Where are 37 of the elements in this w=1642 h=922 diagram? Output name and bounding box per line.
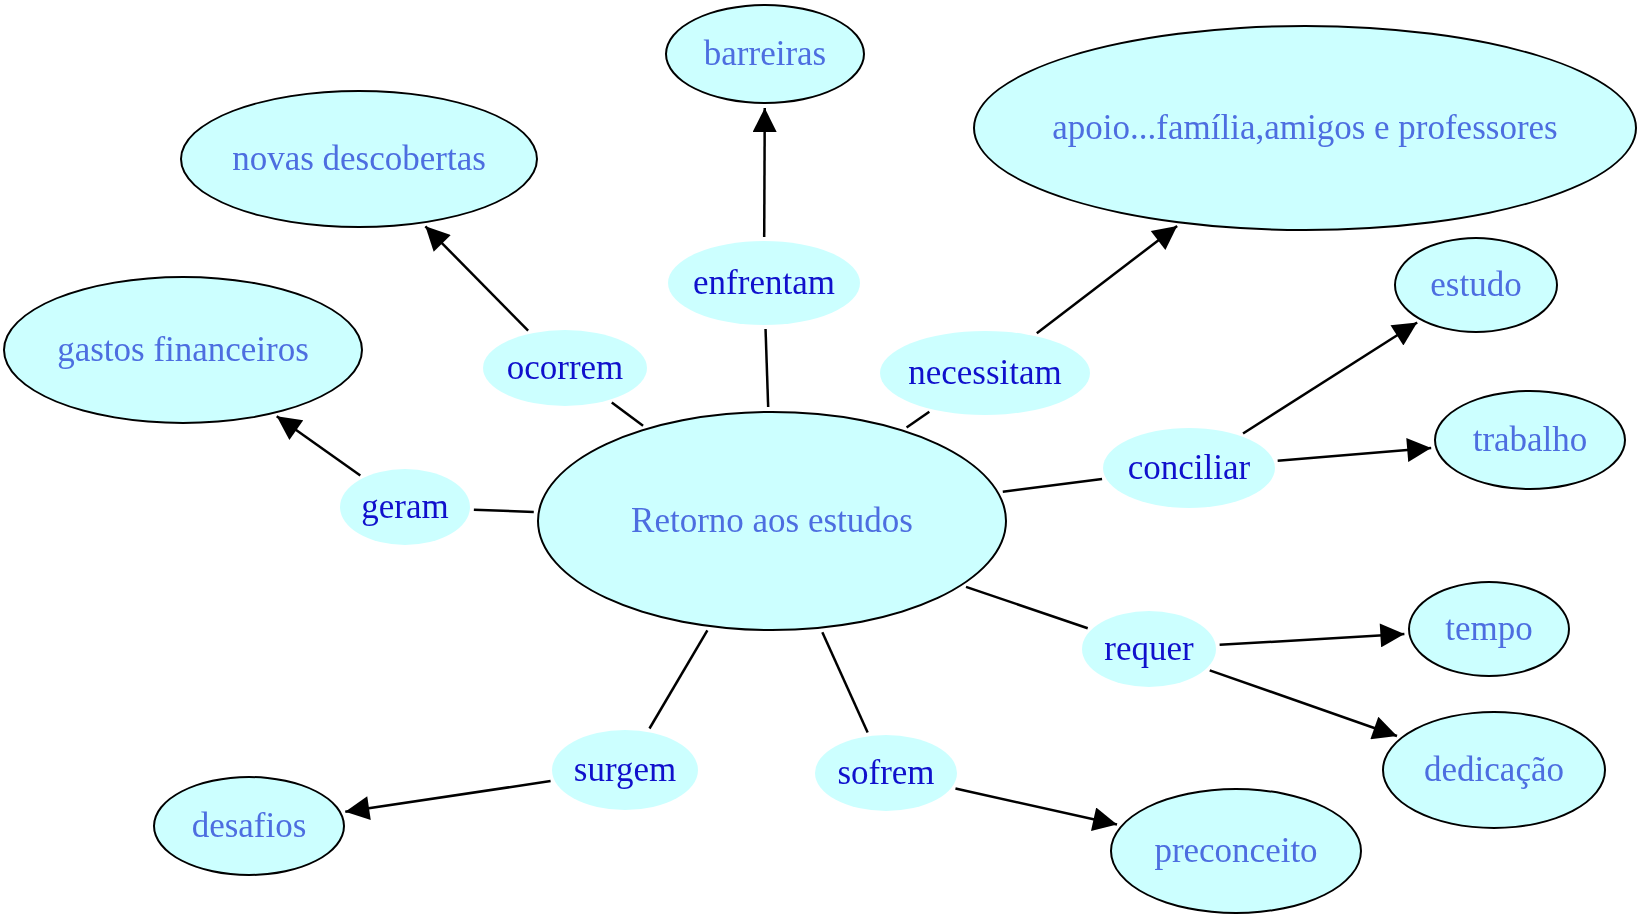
connector-line bbox=[611, 401, 644, 427]
arrow bbox=[955, 787, 1118, 831]
arrow bbox=[1242, 321, 1418, 435]
arrow bbox=[1209, 669, 1398, 740]
arrow bbox=[1036, 224, 1178, 335]
connector-line bbox=[821, 631, 869, 733]
arrow bbox=[752, 108, 777, 237]
linking-phrase: geram bbox=[361, 487, 449, 527]
connector-line bbox=[764, 328, 770, 408]
arrow bbox=[345, 779, 551, 820]
concept-label: trabalho bbox=[1472, 420, 1588, 460]
concept-label: desafios bbox=[191, 806, 307, 846]
linking-phrase: conciliar bbox=[1127, 448, 1251, 488]
concept-label: Retorno aos estudos bbox=[631, 501, 913, 541]
concept-label: gastos financeiros bbox=[57, 330, 309, 370]
connector-line bbox=[648, 629, 709, 730]
concept-label: preconceito bbox=[1154, 831, 1318, 871]
connector-line bbox=[905, 410, 931, 429]
linking-phrase: surgem bbox=[573, 750, 677, 790]
arrow bbox=[1219, 623, 1405, 648]
concept-label: dedicação bbox=[1424, 750, 1564, 790]
connector-line bbox=[965, 585, 1089, 630]
linking-phrase: ocorrem bbox=[506, 348, 624, 388]
arrow bbox=[424, 225, 529, 332]
concept-label: barreiras bbox=[703, 34, 827, 74]
linking-phrase: necessitam bbox=[908, 353, 1062, 393]
connector-line bbox=[1002, 477, 1103, 493]
concept-label: tempo bbox=[1445, 609, 1533, 649]
arrow bbox=[276, 415, 362, 477]
connector-line bbox=[473, 508, 534, 514]
linking-phrase: requer bbox=[1104, 629, 1194, 669]
arrow bbox=[1277, 438, 1432, 463]
linking-phrase: enfrentam bbox=[693, 263, 835, 303]
concept-label: apoio...família,amigos e professores bbox=[1052, 108, 1558, 148]
linking-phrase: sofrem bbox=[837, 753, 935, 793]
concept-label: estudo bbox=[1430, 265, 1522, 305]
concept-label: novas descobertas bbox=[232, 139, 486, 179]
